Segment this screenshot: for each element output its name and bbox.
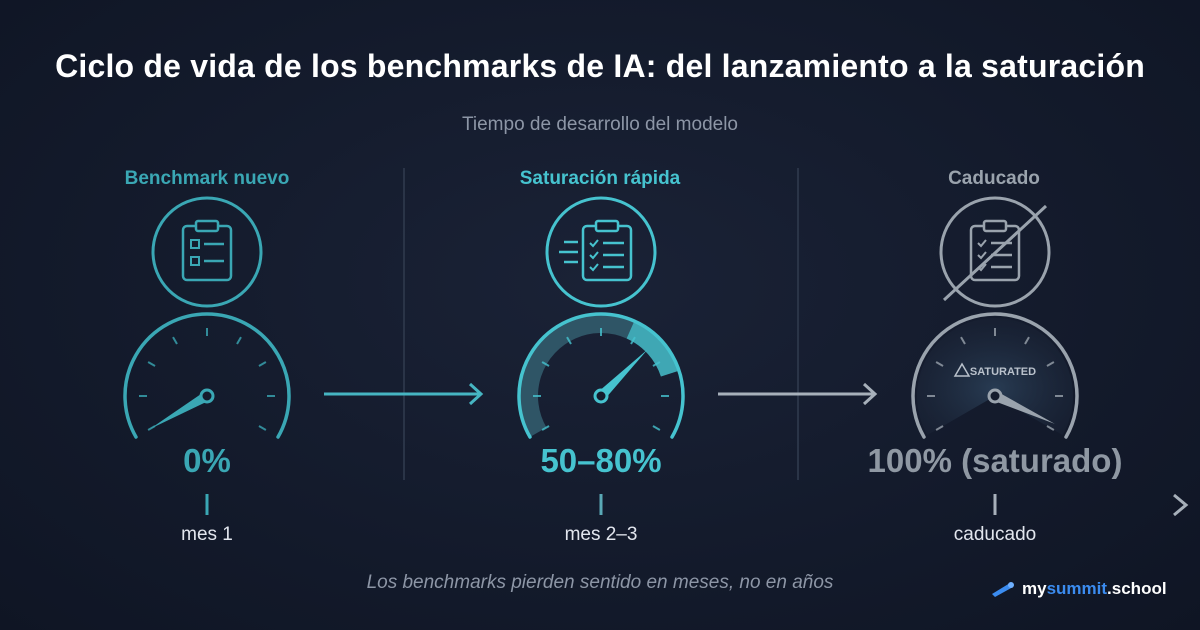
stage-percent-expired: 100% (saturado) bbox=[867, 442, 1123, 479]
gauge-tick bbox=[630, 336, 636, 345]
warning-icon bbox=[953, 362, 971, 377]
timeline-label-month-1: mes 1 bbox=[181, 524, 233, 545]
time-axis-caption: Tiempo de desarrollo del modelo bbox=[461, 114, 738, 135]
gauge-hub bbox=[199, 388, 215, 404]
gauge-tick bbox=[172, 336, 178, 345]
timeline-label-month-2-3: mes 2–3 bbox=[564, 524, 638, 545]
stage-divider-1 bbox=[403, 168, 405, 480]
gauge-tick bbox=[1046, 425, 1055, 431]
gauge-hub bbox=[593, 388, 609, 404]
brand-logo: mysummit.school bbox=[990, 578, 1167, 600]
gauge-face bbox=[917, 318, 1073, 435]
speedometer-gauge-new bbox=[123, 312, 291, 439]
page-title: Ciclo de vida de los benchmarks de IA: d… bbox=[55, 48, 1145, 84]
gauge-tick bbox=[147, 361, 156, 367]
stage-title-saturation: Saturación rápida bbox=[519, 168, 681, 189]
gauge-tick bbox=[935, 361, 944, 367]
gauge-tick bbox=[566, 336, 572, 345]
gauge-tick bbox=[258, 425, 267, 431]
speedometer-gauge-saturation bbox=[517, 312, 685, 439]
gauge-badge: SATURATED bbox=[970, 366, 1036, 378]
footer-caption: Los benchmarks pierden sentido en meses,… bbox=[366, 572, 834, 593]
timeline-label-expired: caducado bbox=[953, 524, 1037, 545]
gauge-arc bbox=[911, 312, 1079, 439]
stage-divider-2 bbox=[797, 168, 799, 480]
gauge-tick bbox=[541, 361, 550, 367]
gauge-tick bbox=[652, 425, 661, 431]
gauge-fill-highlight bbox=[626, 322, 679, 377]
gauge-tick bbox=[1046, 361, 1055, 367]
gauge-tick bbox=[652, 361, 661, 367]
gauge-tick bbox=[258, 361, 267, 367]
crossed-checklist-icon bbox=[939, 196, 1051, 308]
brand-part-3: .school bbox=[1107, 579, 1167, 598]
gauge-tick bbox=[935, 425, 944, 431]
gauge-tick bbox=[960, 336, 966, 345]
arrow-right-icon bbox=[324, 382, 484, 406]
gauge-needle bbox=[992, 391, 1055, 424]
checklist-speed-icon bbox=[545, 196, 657, 308]
gauge-tick bbox=[236, 336, 242, 345]
brand-part-2: summit bbox=[1046, 579, 1108, 598]
arrow-right-icon bbox=[718, 382, 878, 406]
gauge-hub bbox=[987, 388, 1003, 404]
stage-percent-saturation: 50–80% bbox=[540, 442, 662, 479]
clipboard-icon bbox=[151, 196, 263, 308]
gauge-arc bbox=[517, 312, 685, 439]
telescope-icon bbox=[992, 582, 1014, 597]
stage-title-new: Benchmark nuevo bbox=[124, 168, 290, 189]
gauge-tick bbox=[1024, 336, 1030, 345]
gauge-needle bbox=[597, 349, 648, 400]
gauge-tick bbox=[541, 425, 550, 431]
timeline-axis bbox=[12, 493, 1189, 517]
stage-title-expired: Caducado bbox=[948, 168, 1040, 189]
brand-part-1: my bbox=[1022, 579, 1047, 598]
gauge-arc bbox=[123, 312, 291, 439]
speedometer-gauge-expired: SATURATED bbox=[911, 312, 1079, 439]
stage-percent-new: 0% bbox=[183, 442, 231, 479]
gauge-needle bbox=[149, 391, 210, 429]
